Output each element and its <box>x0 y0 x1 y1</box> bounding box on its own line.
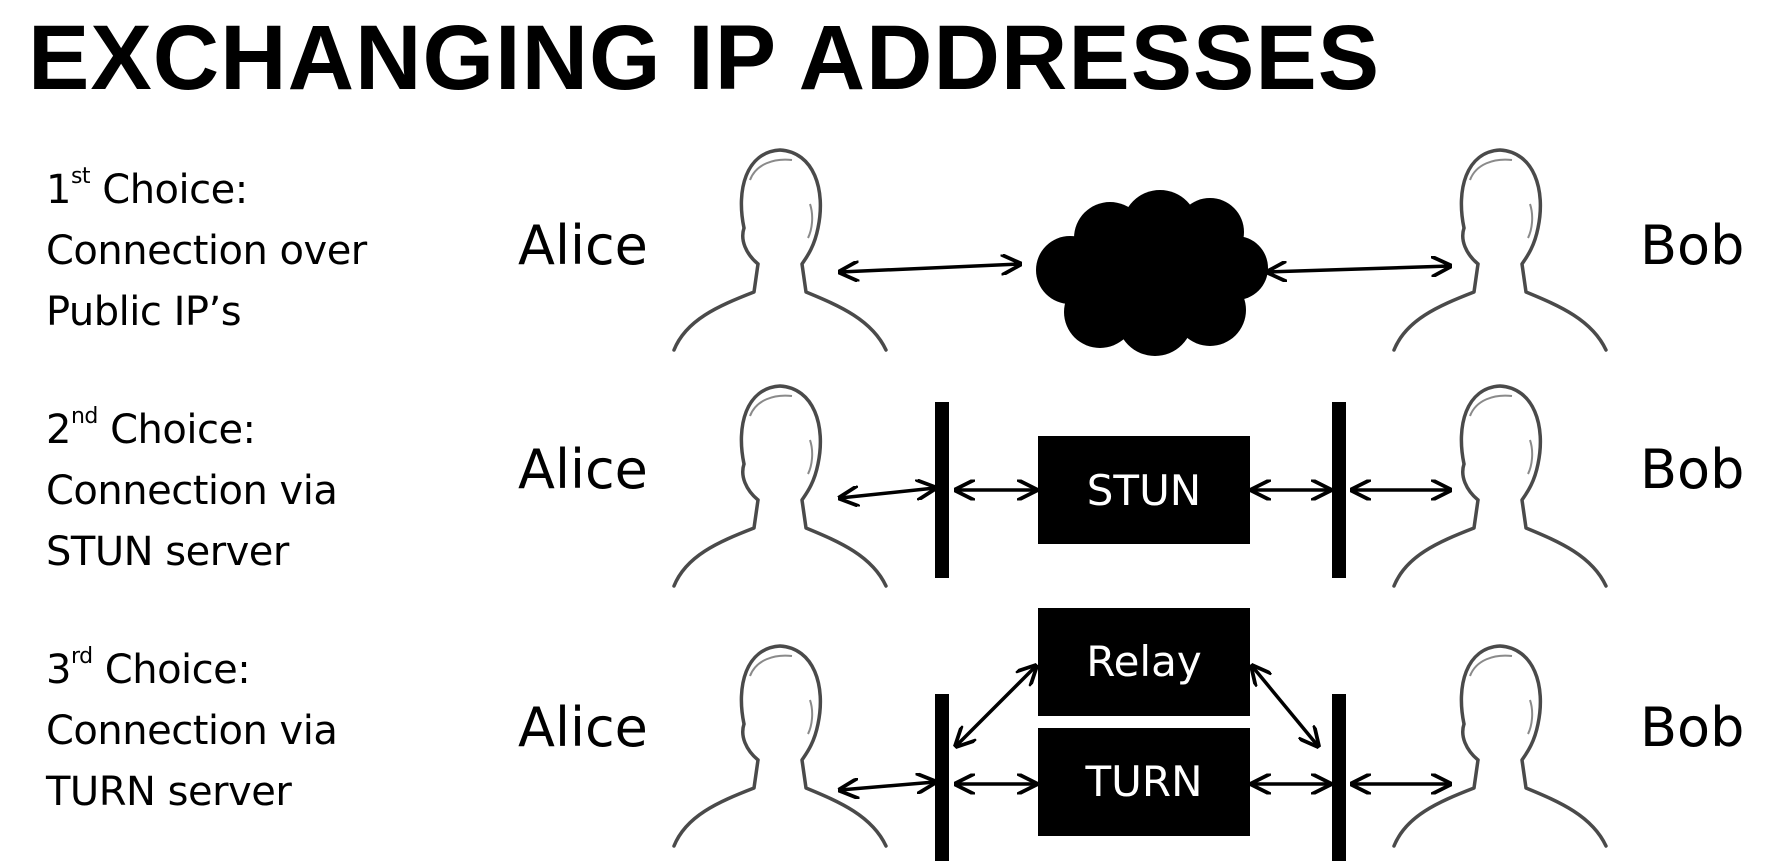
choice-2-line-2: Connection via <box>46 468 338 514</box>
row-1-right-arrow <box>1268 266 1450 272</box>
choice-1-description: 1st Choice: Connection over Public IP’s <box>46 160 367 343</box>
row-2-bob-label: Bob <box>1640 438 1744 501</box>
choice-2-number: 2 <box>46 407 71 453</box>
row-1-bob-avatar-icon <box>1392 148 1608 352</box>
row-3-relay-arrow-right <box>1252 666 1318 746</box>
row-2-left-nat-bar <box>935 402 949 578</box>
choice-3-line-3: TURN server <box>46 769 292 815</box>
choice-1-heading: Choice: <box>90 167 248 213</box>
choice-1-ordinal: st <box>70 164 91 189</box>
internet-cloud-icon <box>1036 190 1268 356</box>
row-3-alice-avatar-icon <box>672 644 888 848</box>
choice-3-description: 3rd Choice: Connection via TURN server <box>46 640 338 823</box>
row-2-right-nat-bar <box>1332 402 1346 578</box>
row-2-alice-label: Alice <box>518 438 648 501</box>
row-1-alice-avatar-icon <box>672 148 888 352</box>
row-3-relay-arrow-left <box>956 666 1036 746</box>
choice-3-heading: Choice: <box>92 647 251 693</box>
stun-server-label: STUN <box>1087 466 1201 515</box>
turn-server-label: TURN <box>1085 757 1203 806</box>
row-3-right-nat-bar <box>1332 694 1346 861</box>
choice-3-line-2: Connection via <box>46 708 338 754</box>
row-2-bob-avatar-icon <box>1392 384 1608 588</box>
row-2-alice-nat-arrow <box>840 488 935 498</box>
row-3-left-nat-bar <box>935 694 949 861</box>
choice-1-line-2: Connection over <box>46 228 367 274</box>
row-1-left-arrow <box>840 264 1020 272</box>
choice-1-line-3: Public IP’s <box>46 289 242 335</box>
page-title: EXCHANGING IP ADDRESSES <box>28 7 1381 109</box>
row-1-alice-label: Alice <box>518 214 648 277</box>
choice-2-line-3: STUN server <box>46 529 289 575</box>
choice-2-ordinal: nd <box>70 404 98 429</box>
row-2-alice-avatar-icon <box>672 384 888 588</box>
relay-label: Relay <box>1086 637 1201 686</box>
row-3-bob-avatar-icon <box>1392 644 1608 848</box>
stun-server-box <box>1038 436 1250 544</box>
row-3-alice-nat-arrow <box>840 782 935 790</box>
choice-2-heading: Choice: <box>97 407 256 453</box>
row-3-bob-label: Bob <box>1640 696 1744 759</box>
row-1-bob-label: Bob <box>1640 214 1744 277</box>
turn-server-box <box>1038 728 1250 836</box>
choice-2-description: 2nd Choice: Connection via STUN server <box>46 400 338 583</box>
choice-3-number: 3 <box>46 647 71 693</box>
relay-box <box>1038 608 1250 716</box>
choice-1-number: 1 <box>46 167 71 213</box>
row-3-alice-label: Alice <box>518 696 648 759</box>
choice-3-ordinal: rd <box>70 644 93 669</box>
